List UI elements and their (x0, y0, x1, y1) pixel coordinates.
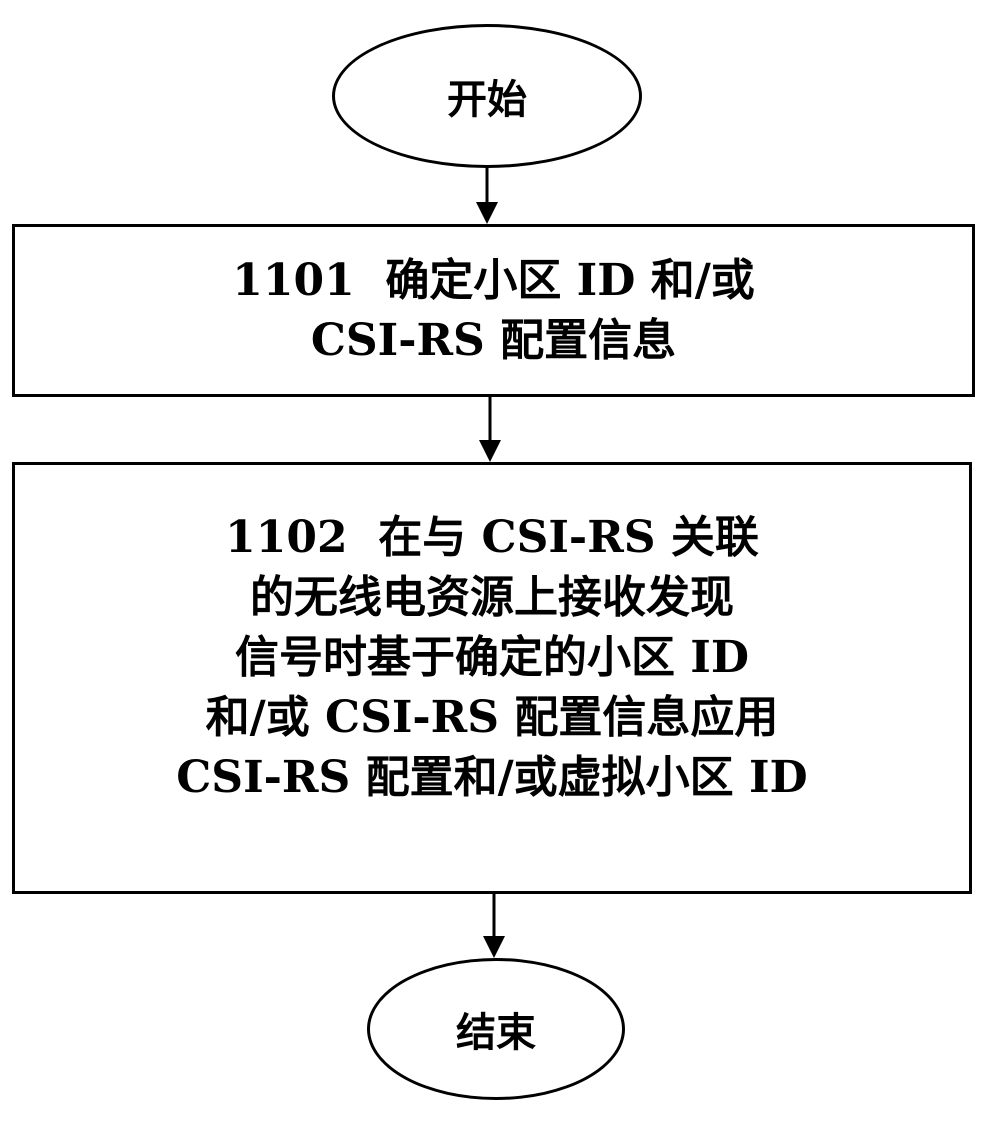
start-label: 开始 (447, 76, 527, 123)
arrowhead-icon (476, 202, 498, 224)
step-1102-line-5: CSI-RS 配置和/或虚拟小区 ID (176, 752, 808, 803)
step-1102-text: 1102 在与 CSI-RS 关联 的无线电资源上接收发现 信号时基于确定的小区… (176, 508, 807, 808)
step-1102-line-1: 1102 在与 CSI-RS 关联 (225, 512, 759, 563)
start-terminal: 开始 (332, 24, 642, 168)
step-1101-line-1: 1101 确定小区 ID 和/或 (232, 254, 755, 306)
end-label: 结束 (456, 1009, 536, 1056)
process-step-1102: 1102 在与 CSI-RS 关联 的无线电资源上接收发现 信号时基于确定的小区… (12, 462, 972, 894)
arrowhead-icon (483, 936, 505, 958)
arrow-start-to-1101 (476, 168, 498, 224)
arrow-1101-to-1102 (479, 397, 501, 462)
step-1102-line-4: 和/或 CSI-RS 配置信息应用 (205, 692, 779, 743)
step-1101-line-2: CSI-RS 配置信息 (310, 314, 677, 366)
arrowhead-icon (479, 440, 501, 462)
step-1102-line-3: 信号时基于确定的小区 ID (234, 632, 750, 683)
step-1101-text: 1101 确定小区 ID 和/或 CSI-RS 配置信息 (232, 251, 755, 371)
process-step-1101: 1101 确定小区 ID 和/或 CSI-RS 配置信息 (12, 224, 975, 397)
end-terminal: 结束 (367, 958, 625, 1100)
step-1102-line-2: 的无线电资源上接收发现 (250, 572, 734, 623)
arrow-1102-to-end (483, 894, 505, 958)
